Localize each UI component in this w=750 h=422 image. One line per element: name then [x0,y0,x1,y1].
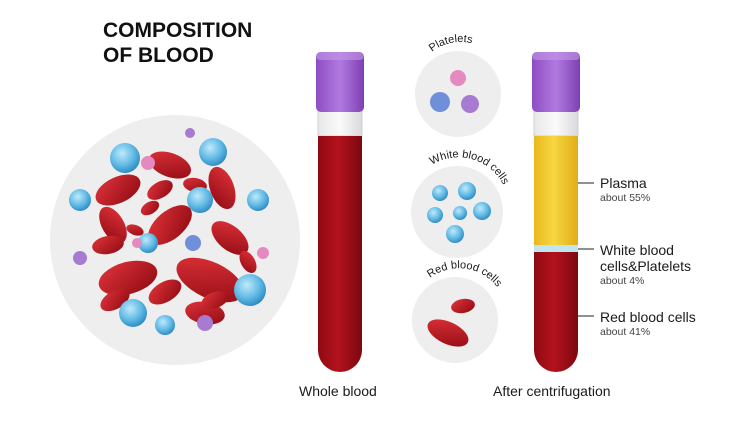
white-blood-cell-icon [69,138,269,335]
red-blood-cell-icon [427,298,475,347]
after-centrifugation-caption: After centrifugation [493,383,611,399]
platelet-icon [73,128,269,331]
platelets-label: Platelets [427,33,474,54]
white-blood-cells-circle [411,166,503,258]
red-cell-layer [534,252,578,372]
page-title: COMPOSITION OF BLOOD [103,18,252,68]
plasma-name: Plasma [600,175,647,191]
wbc-platelets-name-2: cells&Platelets [600,258,692,274]
wbc-platelets-name-1: White blood [600,242,674,258]
red-blood-cells-circle [412,277,498,363]
platelets-circle [415,51,501,137]
plasma-label: Plasma about 55% [600,175,650,205]
tube-cap-icon [316,52,364,112]
white-blood-cell-icon [427,182,491,243]
platelet-icon [430,70,479,113]
plasma-percent: about 55% [600,192,651,204]
title-line-2: OF BLOOD [103,44,214,67]
plasma-layer [534,136,578,245]
title-line-1: COMPOSITION [103,19,253,42]
buffy-coat-layer [534,245,578,252]
whole-blood-caption: Whole blood [299,383,377,399]
platelets-label-path: Platelets [427,33,474,54]
rbc-percent: about 41% [600,326,651,338]
centrifuged-tube [532,52,580,372]
tube-cap-icon [532,52,580,112]
rbc-label: Red blood cells about 41% [600,309,696,339]
wbc-platelets-percent: about 4% [600,275,645,287]
rbc-name: Red blood cells [600,309,696,325]
red-blood-cell-icon [92,151,257,325]
blood-cells-circle [50,115,300,365]
wbc-platelets-label: White blood cells&Platelets about 4% [600,242,691,288]
whole-blood-tube [316,52,364,372]
